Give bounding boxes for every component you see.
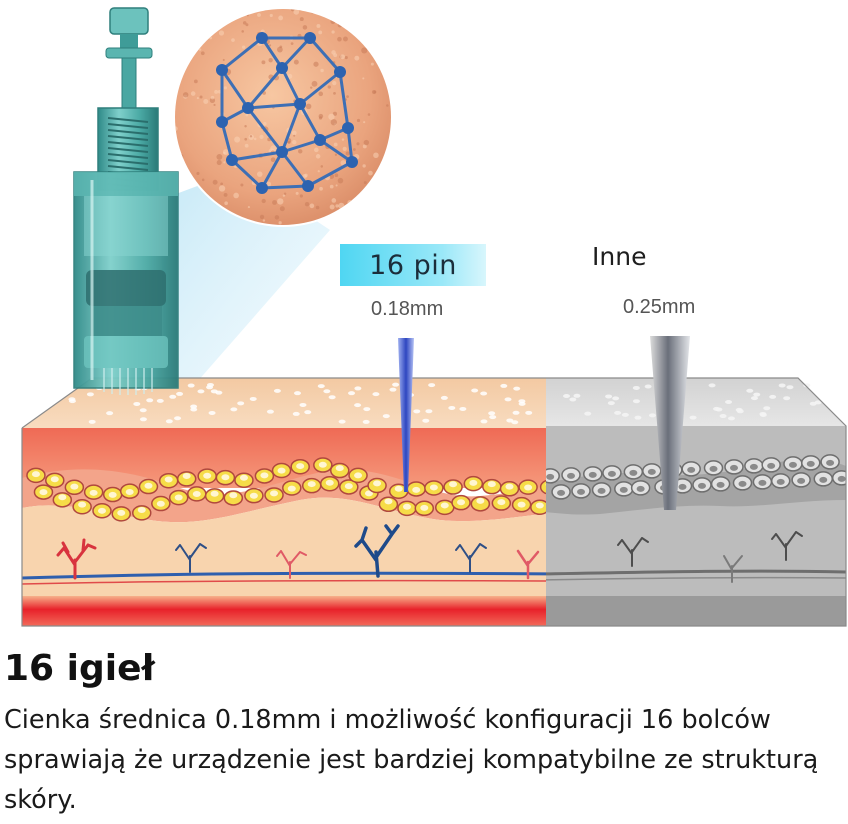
needle-cartridge-illustration <box>73 7 179 395</box>
skin-block-other <box>546 378 846 626</box>
other-diameter-label: 0.25mm <box>623 296 696 318</box>
needle-thin <box>398 338 414 492</box>
needle-thick <box>650 336 690 510</box>
magnified-skin-circle <box>173 7 393 227</box>
skin-diagram <box>21 7 847 627</box>
other-label: Inne <box>592 242 647 271</box>
section-heading: 16 igieł <box>4 648 155 689</box>
pin-count-tag: 16 pin <box>340 244 486 286</box>
skin-illustration <box>21 7 847 627</box>
skin-block-natural <box>22 378 546 626</box>
needle-diameter-label: 0.18mm <box>371 298 444 320</box>
section-description: Cienka średnica 0.18mm i możliwość konfi… <box>4 705 819 815</box>
